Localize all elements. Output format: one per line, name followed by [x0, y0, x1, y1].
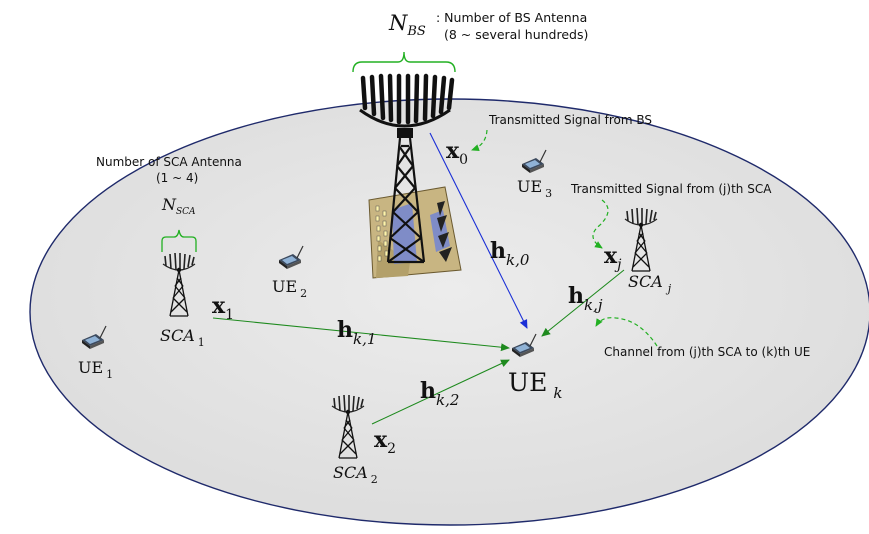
bs-signal-annotation: Transmitted Signal from BS	[488, 113, 652, 127]
channel-hk0: hk,0	[490, 238, 530, 269]
sca-antenna-symbol: NSCA	[161, 195, 196, 217]
channel-hk1: hk,1	[337, 317, 376, 348]
signal-x0: x0	[446, 138, 468, 168]
sca-signal-annotation: Transmitted Signal from (j)th SCA	[570, 182, 772, 196]
bs-signal-pointer	[471, 129, 488, 151]
signal-xj: xj	[604, 243, 622, 273]
bs-antenna-desc-line2: (8 ~ several hundreds)	[444, 27, 588, 42]
bs-link-arrow	[429, 132, 528, 329]
signal-x1: x1	[212, 293, 234, 323]
sca-antenna-desc-line2: (1 ~ 4)	[156, 171, 198, 185]
channel-hk2: hk,2	[420, 378, 459, 409]
sca-2-link-arrow	[371, 359, 510, 425]
base-station-icon	[359, 73, 462, 279]
signal-x2: x2	[374, 427, 396, 457]
bs-antenna-bracket	[352, 51, 456, 73]
bs-antenna-desc-line1: : Number of BS Antenna	[436, 10, 587, 25]
sca-antenna-desc-line1: Number of SCA Antenna	[96, 155, 242, 169]
channel-pointer	[595, 317, 658, 347]
bs-antenna-symbol: NBS	[388, 11, 426, 39]
sca-1-link-arrow	[212, 317, 510, 352]
sca-antenna-bracket	[161, 229, 197, 252]
channel-hkj: hk,j	[568, 283, 603, 314]
sca-j-link-arrow	[541, 269, 625, 337]
channel-annotation: Channel from (j)th SCA to (k)th UE	[604, 345, 810, 359]
sca-signal-pointer	[592, 199, 609, 249]
